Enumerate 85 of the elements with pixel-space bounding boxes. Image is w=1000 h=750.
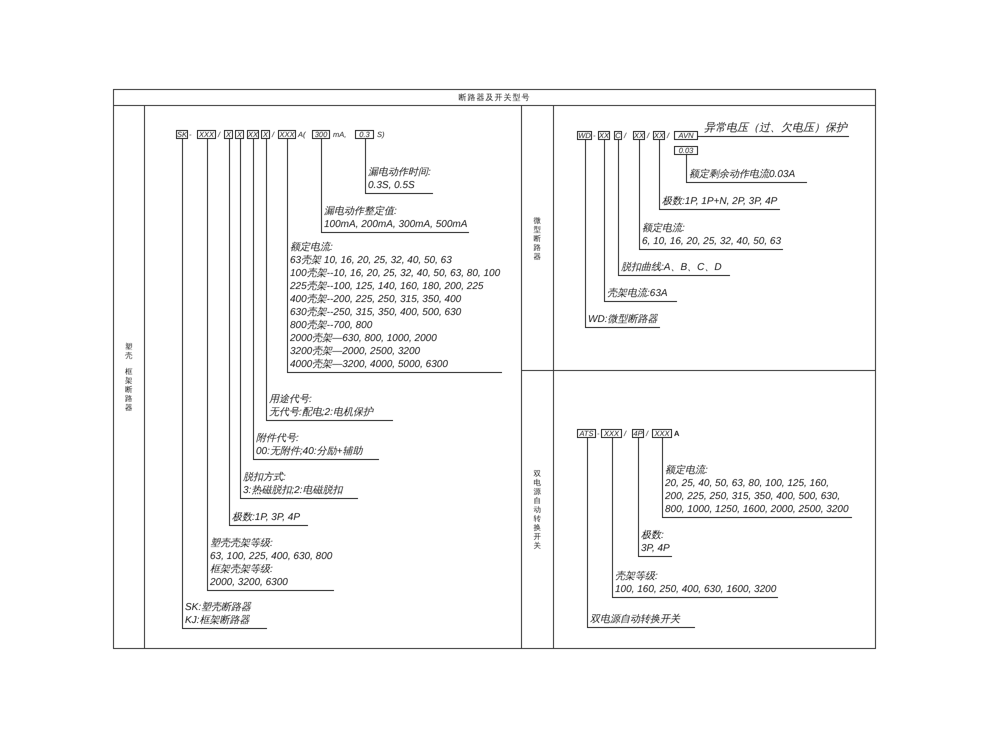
leader-line: [240, 138, 241, 499]
callout-text: 无代号:配电;2:电机保护: [269, 406, 375, 419]
callout: [229, 511, 308, 526]
callout: [686, 168, 807, 183]
callout-text: 框架壳架等级:: [210, 563, 274, 576]
callout-text: 额定电流:: [290, 241, 334, 254]
callout: [618, 261, 730, 276]
callout-text: 额定剩余动作电流0.03A: [689, 168, 796, 181]
callout: [701, 122, 849, 137]
callout-text: 63, 100, 225, 400, 630, 800: [210, 550, 332, 563]
leader-line: [612, 438, 613, 598]
callout-text: 2000, 3200, 6300: [210, 576, 289, 589]
callout-text: 附件代号:: [256, 432, 300, 445]
callout-text: 20, 25, 40, 50, 63, 80, 100, 125, 160, 200, 225, 250, 315, 350, 400, 500, 630, 800, 1000, 1250, 1600, 2000, 2500, 3200: [665, 477, 850, 516]
table-panel: [113, 105, 522, 649]
callout-text: 额定电流:: [665, 464, 709, 477]
callout: [287, 241, 502, 373]
callout-text: 漏电动作整定值:: [324, 205, 398, 218]
callout: [659, 195, 780, 210]
callout-text: 极数:1P, 3P, 4P: [232, 511, 302, 524]
table-panel: [521, 370, 876, 649]
leader-line: [587, 438, 588, 628]
callout: [612, 570, 778, 598]
callout: [365, 166, 433, 194]
leader-line: [207, 138, 208, 591]
leader-line: [662, 438, 663, 518]
callout-text: 脱扣方式:: [243, 471, 287, 484]
callout-text: 极数:: [641, 529, 665, 542]
callout: [604, 287, 677, 302]
callout-text: 100, 160, 250, 400, 630, 1600, 3200: [615, 583, 776, 596]
callout-text: 2000壳架—630, 800, 1000, 2000: [290, 332, 438, 345]
callout-text: 壳架电流:63A: [607, 287, 669, 300]
callout-text: 脱扣曲线:A、B、C、D: [621, 261, 723, 274]
callout: [240, 471, 358, 499]
callout: [182, 601, 267, 629]
leader-line: [639, 140, 640, 250]
table-title: 断路器及开关型号: [113, 89, 876, 106]
callout-text: 3200壳架—2000, 2500, 3200: [290, 345, 422, 358]
callout-text: 400壳架--200, 225, 250, 315, 350, 400: [290, 293, 462, 306]
callout-text: 异常电压（过、欠电压）保护: [704, 122, 847, 135]
callout: [266, 393, 393, 421]
callout-text: 800壳架--700, 800: [290, 319, 374, 332]
leader-line: [604, 140, 605, 302]
callout-text: SK:塑壳断路器: [185, 601, 252, 614]
callout-text: 0.3S, 0.5S: [368, 179, 416, 192]
callout: [639, 222, 783, 250]
leader-line: [659, 140, 660, 210]
callout: [587, 613, 695, 628]
callout-text: WD:微型断路器: [588, 313, 658, 326]
callout-text: 100壳架--10, 16, 20, 25, 32, 40, 50, 63, 80, 100: [290, 267, 500, 280]
callout-text: 壳架等级:: [615, 570, 659, 583]
callout-text: 额定电流:: [642, 222, 686, 235]
callout: [321, 205, 470, 233]
leader-line: [618, 140, 619, 276]
callout-text: 630壳架--250, 315, 350, 400, 500, 630: [290, 306, 462, 319]
leader-line: [585, 140, 586, 328]
callout-text: 6, 10, 16, 20, 25, 32, 40, 50, 63: [642, 235, 781, 248]
leader-line: [253, 138, 254, 460]
callout-text: 3P, 4P: [641, 542, 670, 555]
leader-line: [229, 138, 230, 526]
callout: [662, 464, 852, 518]
callout-text: 漏电动作时间:: [368, 166, 431, 179]
leader-line: [182, 138, 183, 629]
callout-text: 双电源自动转换开关: [590, 613, 682, 626]
callout-text: 00:无附件;40:分励+辅助: [256, 445, 364, 458]
callout: [253, 432, 379, 460]
callout-text: 塑壳壳架等级:: [210, 537, 274, 550]
callout-text: 4000壳架—3200, 4000, 5000, 6300: [290, 358, 449, 371]
callout-text: 极数:1P, 1P+N, 2P, 3P, 4P: [662, 195, 778, 208]
leader-line: [698, 136, 702, 137]
callout-text: 100mA, 200mA, 300mA, 500mA: [324, 218, 468, 231]
leader-line: [266, 138, 267, 421]
callout-text: 225壳架--100, 125, 140, 160, 180, 200, 225: [290, 280, 484, 293]
leader-line: [365, 138, 366, 194]
leader-line: [686, 154, 687, 183]
leader-line: [287, 138, 288, 373]
callout: [638, 529, 672, 557]
callout-text: KJ:框架断路器: [185, 614, 251, 627]
callout-text: 63壳架 10, 16, 20, 25, 32, 40, 50, 63: [290, 254, 453, 267]
callout-text: 用途代号:: [269, 393, 313, 406]
callout-text: 3:热磁脱扣;2:电磁脱扣: [243, 484, 344, 497]
leader-line: [321, 138, 322, 233]
callout: [585, 313, 660, 328]
leader-line: [638, 438, 639, 557]
callout: [207, 537, 334, 591]
